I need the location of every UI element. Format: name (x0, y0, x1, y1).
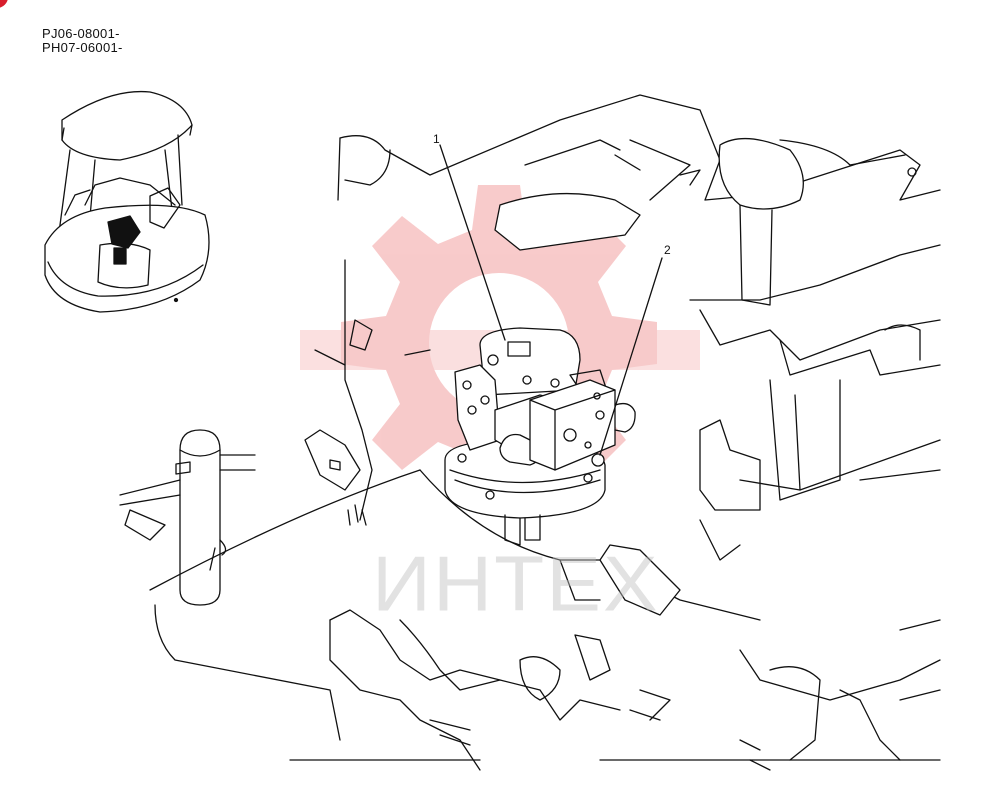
serial-range: PJ06-08001- (42, 26, 120, 41)
serial-range: PH07-06001- (42, 40, 123, 55)
callout-label-1: 1 (433, 132, 440, 146)
watermark-text: ИНТЕХ (372, 541, 660, 628)
callout-leader-line (439, 144, 506, 341)
serial-range-list: PJ06-08001- PH07-06001- (42, 27, 123, 55)
control-valve-block-part (529, 379, 636, 471)
excavator-locator-icon (44, 90, 210, 313)
page-corner-marker-icon (0, 0, 8, 8)
callout-leader-line (599, 257, 663, 456)
callout-label-2: 2 (664, 243, 671, 257)
